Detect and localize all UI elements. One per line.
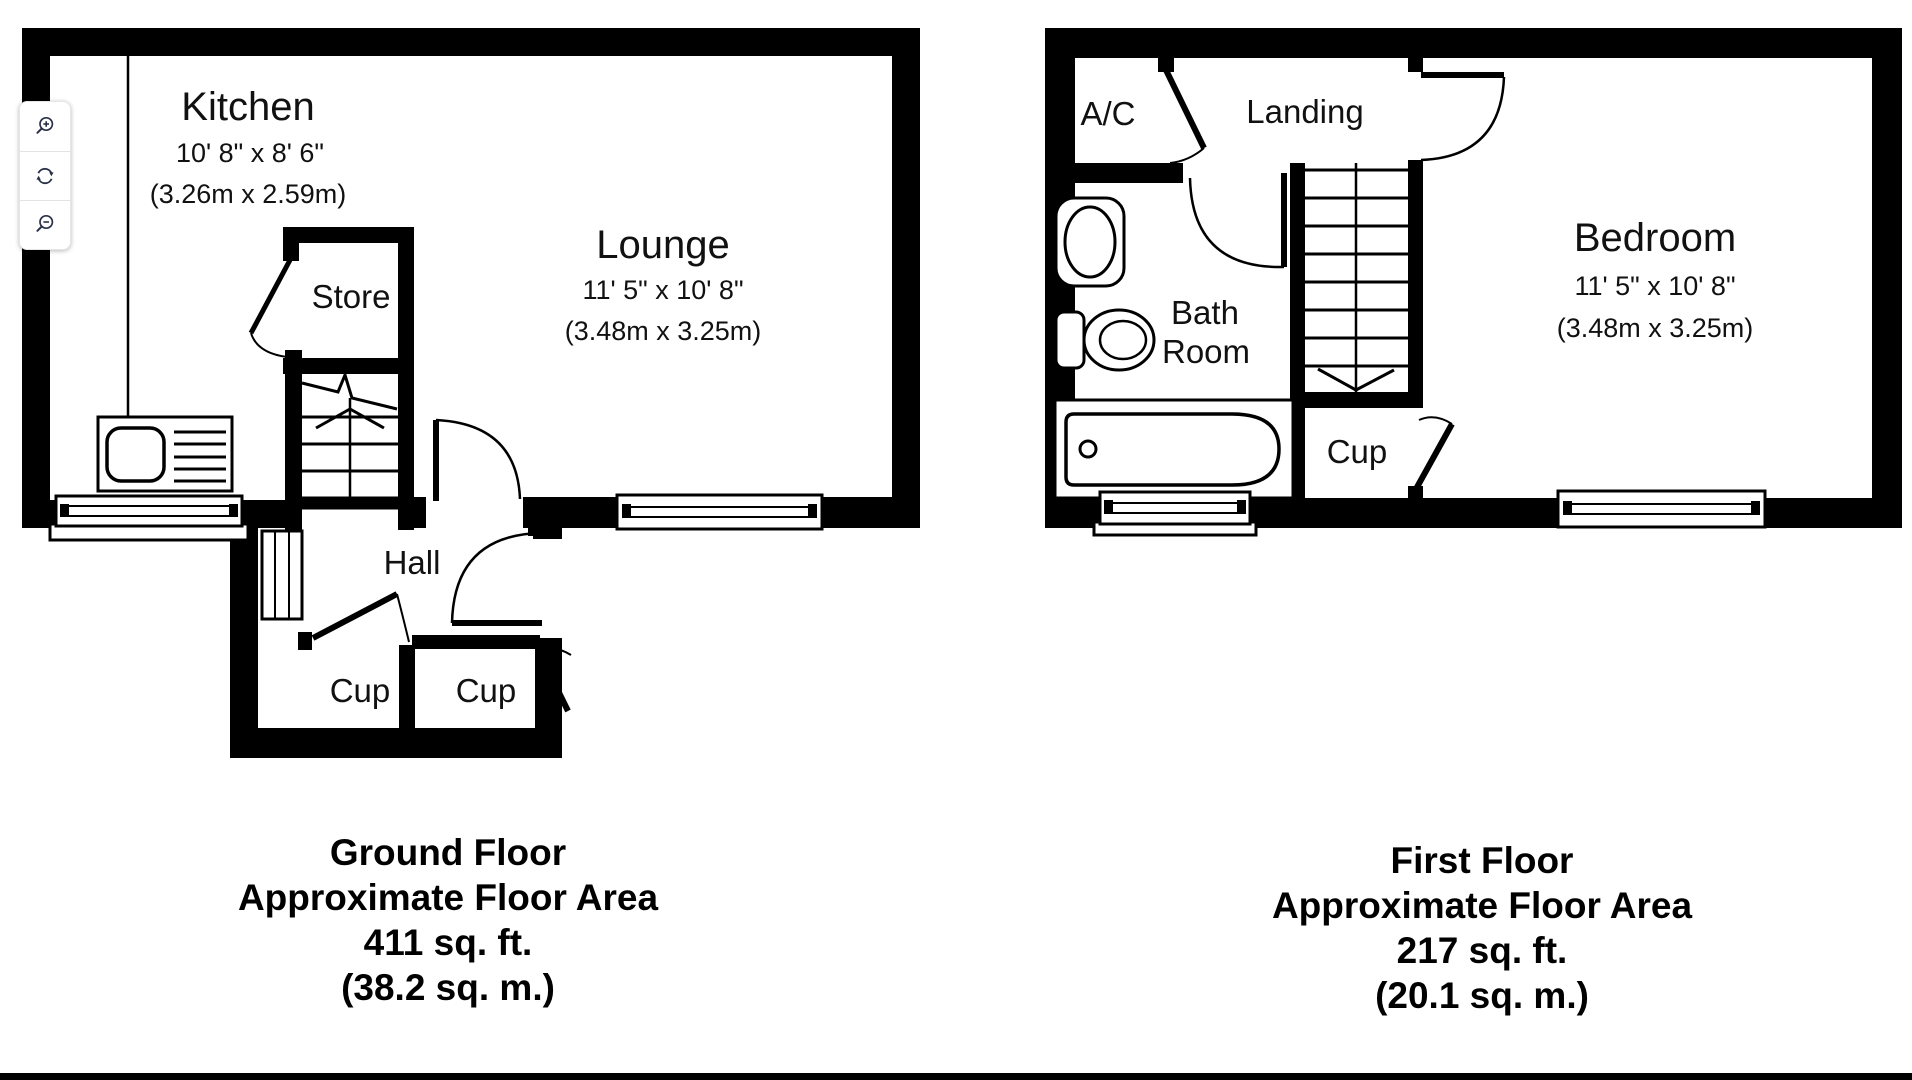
kitchen-dims-imperial: 10' 8" x 8' 6" (176, 138, 324, 168)
room-label-lounge: Lounge (596, 223, 729, 267)
ground-caption-title: Ground Floor (329, 832, 567, 873)
zoom-in-button[interactable] (20, 102, 70, 151)
zoom-toolbar (19, 101, 71, 250)
first-doors (1163, 68, 1506, 491)
first-cupboard-door (1413, 416, 1455, 491)
ground-caption-area-ft: 411 sq. ft. (363, 922, 533, 963)
basin (1054, 196, 1126, 288)
first-floor-caption: First Floor Approximate Floor Area 217 s… (1182, 838, 1782, 1018)
bedroom-door (1420, 72, 1506, 162)
reset-rotate-icon (36, 167, 54, 185)
bedroom-dims-metric: (3.48m x 3.25m) (1557, 313, 1754, 343)
first-caption-area-ft: 217 sq. ft. (1396, 930, 1568, 971)
bathroom-window (1092, 490, 1258, 537)
ground-caption-subtitle: Approximate Floor Area (237, 877, 659, 918)
bottom-edge-bar (0, 1073, 1912, 1080)
hall-back-door (450, 531, 544, 626)
ground-caption-area-m: (38.2 sq. m.) (341, 967, 555, 1008)
bedroom-window (1556, 489, 1767, 529)
bathroom-fixtures (1053, 196, 1295, 500)
room-label-store: Store (312, 278, 391, 315)
first-caption-title: First Floor (1390, 840, 1574, 881)
ground-floor-caption: Ground Floor Approximate Floor Area 411 … (148, 830, 748, 1010)
ground-doors (248, 258, 572, 713)
first-staircase (1305, 163, 1408, 392)
room-label-bedroom: Bedroom (1574, 216, 1736, 260)
lounge-dims-imperial: 11' 5" x 10' 8" (582, 275, 743, 305)
airing-cupboard-door (1163, 68, 1207, 164)
room-label-first-cup: Cup (1327, 433, 1388, 470)
room-label-bath: Bath (1171, 294, 1239, 331)
ground-floor-plan: Kitchen 10' 8" x 8' 6" (3.26m x 2.59m) L… (22, 28, 920, 758)
bathtub (1053, 398, 1295, 500)
kitchen-dims-metric: (3.26m x 2.59m) (150, 179, 347, 209)
cupboard-right-door (536, 647, 572, 713)
room-label-hall: Hall (384, 544, 441, 581)
room-label-ac: A/C (1080, 95, 1135, 132)
zoom-out-button[interactable] (20, 200, 70, 249)
zoom-out-icon (36, 214, 54, 232)
store-door (248, 258, 293, 358)
lounge-door (433, 418, 522, 501)
room-label-kitchen: Kitchen (181, 85, 314, 129)
bathroom-door (1188, 173, 1287, 269)
lounge-window (615, 493, 824, 531)
first-floor-plan: A/C Landing Bath Room Bedroom 11' 5" x 1… (1045, 28, 1902, 537)
room-label-bathroom-line2: Room (1162, 333, 1250, 370)
lounge-dims-metric: (3.48m x 3.25m) (565, 316, 762, 346)
reset-view-button[interactable] (20, 151, 70, 200)
first-caption-subtitle: Approximate Floor Area (1271, 885, 1693, 926)
zoom-in-icon (36, 116, 54, 134)
kitchen-sink (96, 415, 234, 493)
kitchen-window (48, 494, 250, 542)
room-label-cup-left: Cup (330, 672, 391, 709)
front-door-panel (260, 529, 304, 621)
bedroom-dims-imperial: 11' 5" x 10' 8" (1574, 271, 1735, 301)
room-label-landing: Landing (1246, 93, 1363, 130)
toilet (1054, 308, 1156, 372)
ground-staircase (299, 370, 401, 510)
ground-floor-walls (22, 28, 920, 758)
first-caption-area-m: (20.1 sq. m.) (1375, 975, 1589, 1016)
cupboard-left-door (311, 591, 410, 643)
room-label-cup-right: Cup (456, 672, 517, 709)
